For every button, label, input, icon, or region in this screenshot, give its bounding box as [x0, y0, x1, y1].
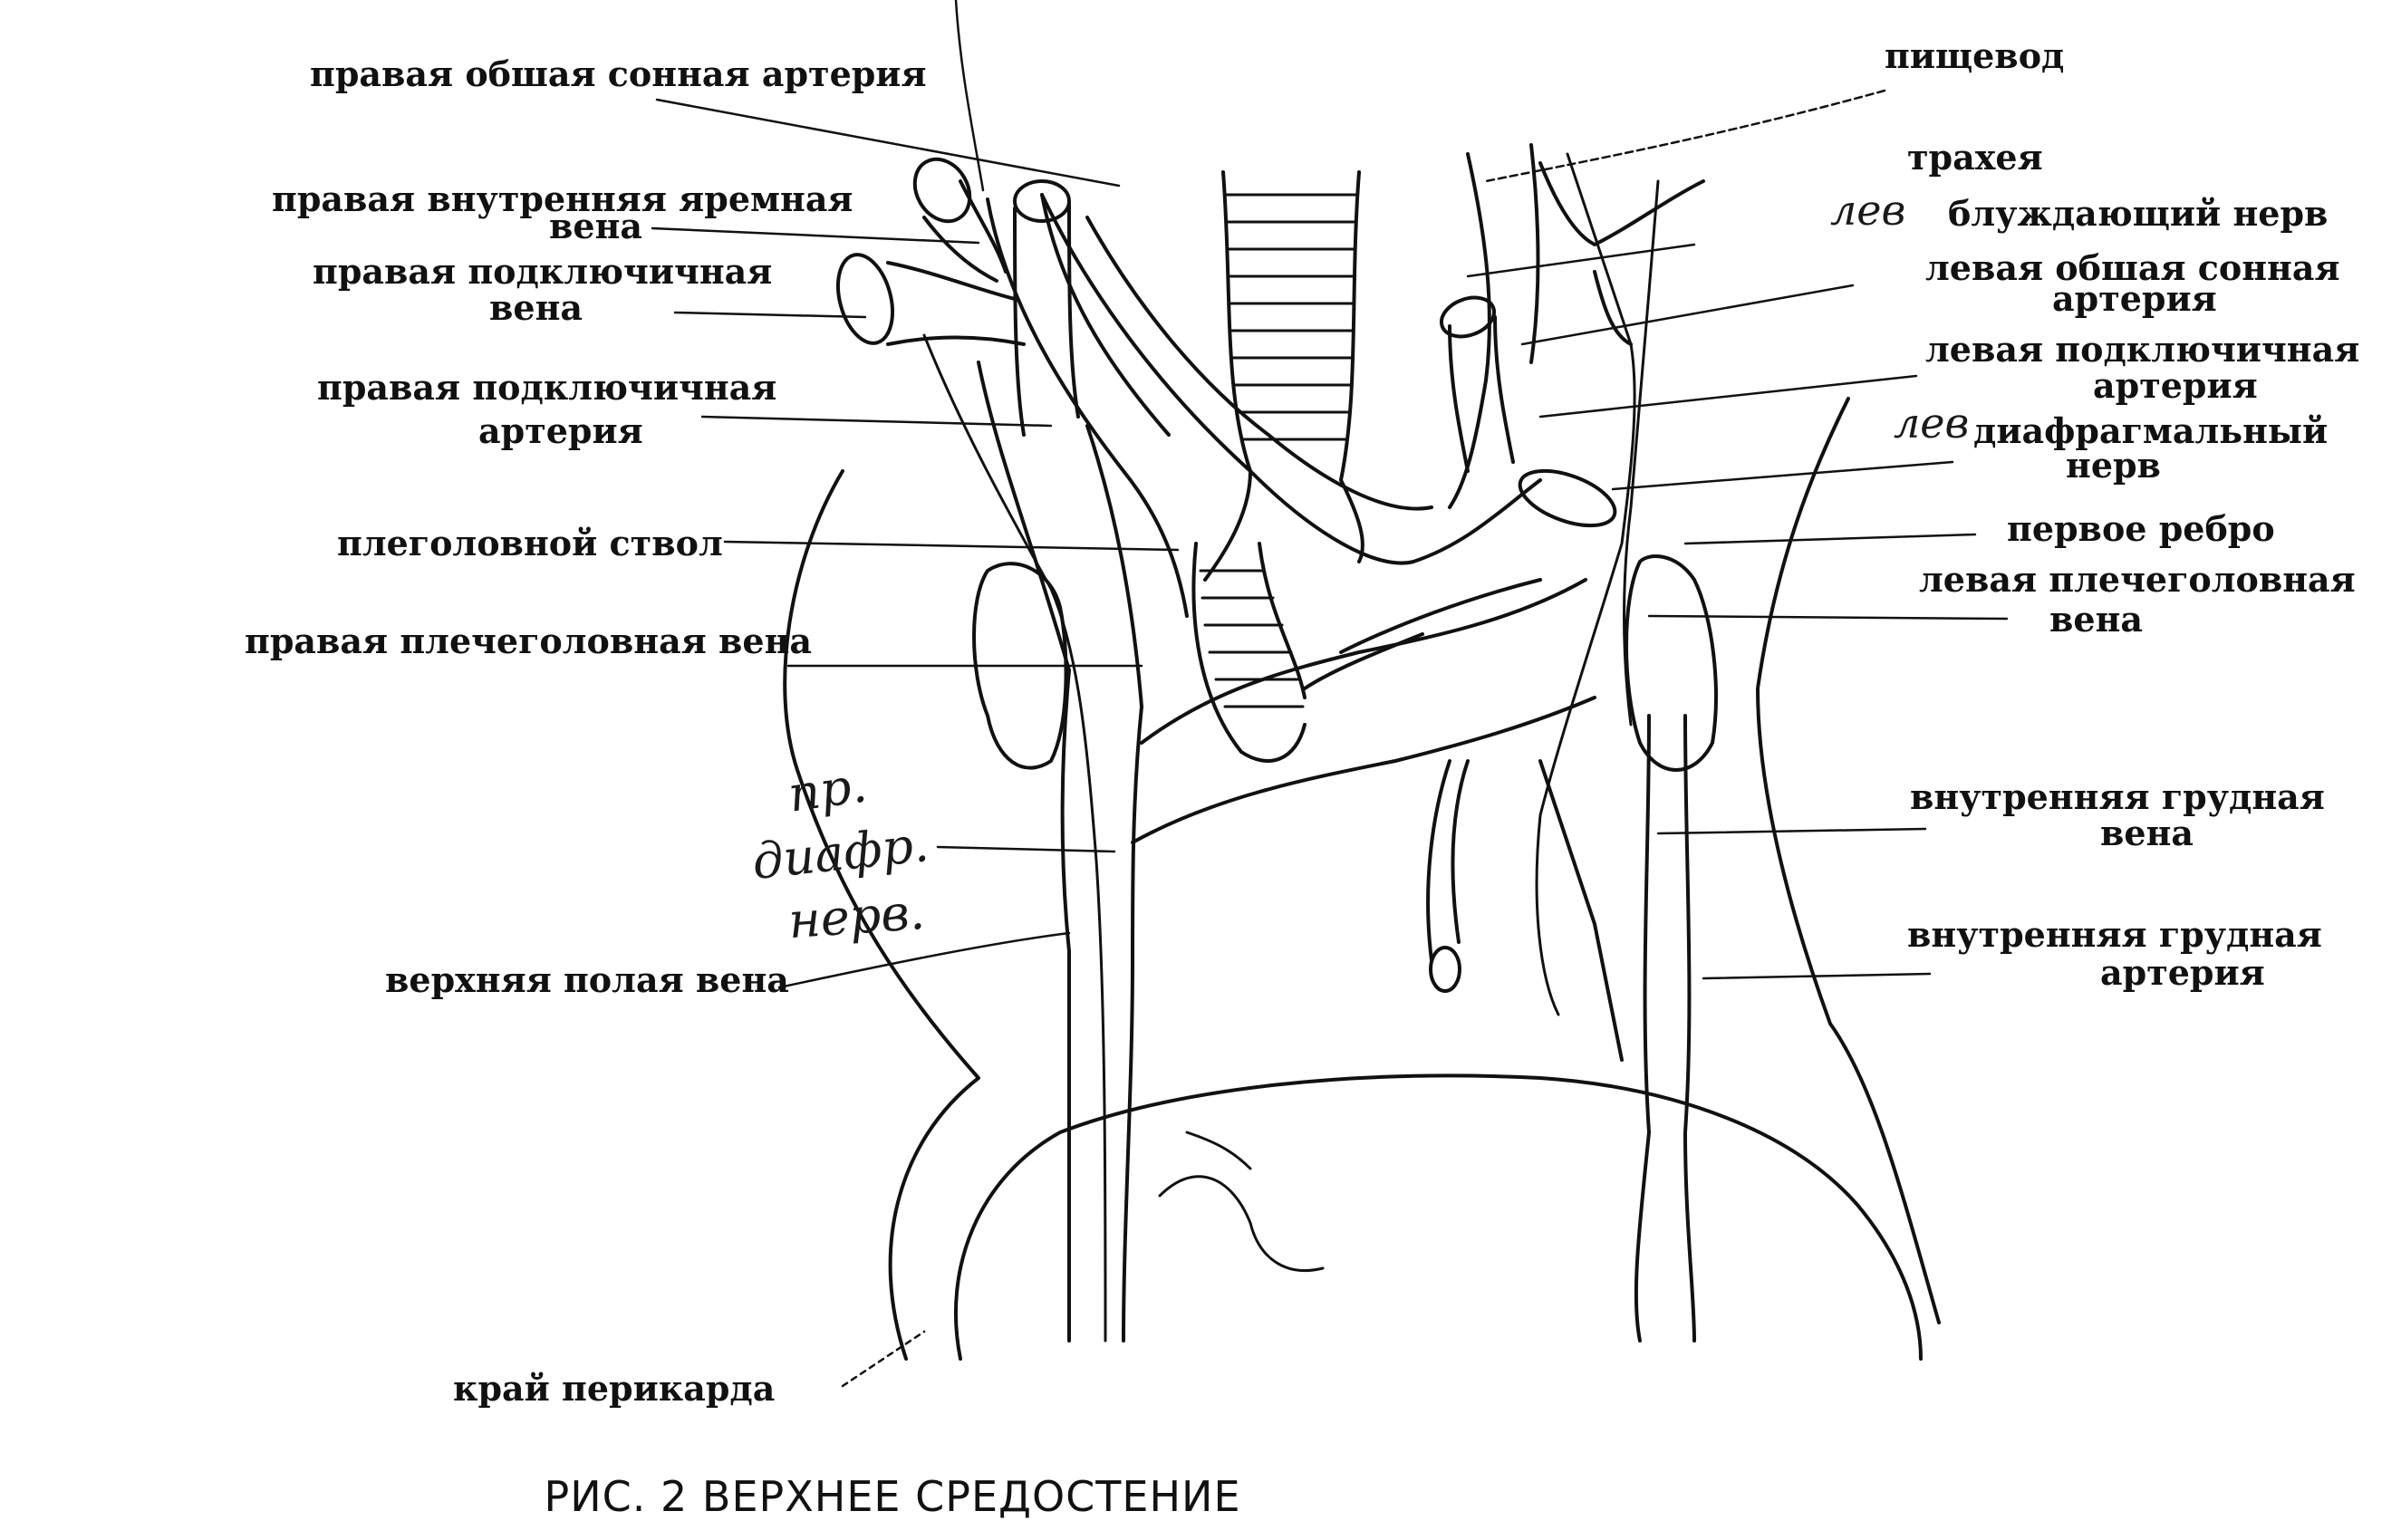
label-right-brachiocephalic-vein: правая плечеголовная вена — [245, 621, 813, 661]
right-cc-body — [1013, 202, 1080, 437]
label-left-subclavian-artery-1: левая подключичная — [1925, 329, 2360, 370]
svc-right-wall — [1122, 705, 1143, 1343]
label-pericardium-edge: край перикарда — [453, 1368, 776, 1409]
left-common-carotid-body — [1448, 315, 1515, 473]
right-common-carotid-stump — [1013, 179, 1071, 223]
label-right-common-carotid: правая обшая сонная артерия — [310, 53, 927, 94]
brachiocephalic-trunk-right — [1040, 193, 1171, 437]
label-left-common-carotid-1: левая обшая сонная — [1925, 247, 2340, 288]
left-bcv-upper — [1140, 578, 1587, 745]
label-right-internal-jugular-2: вена — [549, 206, 643, 246]
label-trachea: трахея — [1907, 137, 2043, 178]
right-subclavian-vein-body — [886, 261, 1026, 346]
label-right-subclavian-vein-1: правая подключичная — [313, 251, 773, 292]
label-first-rib: первое ребро — [2007, 508, 2275, 549]
left-itv-left — [1634, 714, 1651, 1343]
body-contour-right — [1756, 397, 1941, 1324]
heart-contour-2 — [1185, 1131, 1252, 1170]
left-subclavian-artery — [1538, 161, 1705, 346]
leader-lines — [651, 0, 2009, 1388]
handwriting-right-phrenic-1: пр. — [785, 756, 871, 823]
right-ij-vein-body — [922, 179, 1008, 283]
handwriting-right-phrenic-3: нерв. — [786, 882, 927, 950]
label-internal-thoracic-vein-2: вена — [2100, 813, 2194, 853]
bronchus-right — [1258, 542, 1307, 699]
label-superior-vena-cava: верхняя полая вена — [385, 959, 789, 1000]
figure-caption: РИС. 2 ВЕРХНЕЕ СРЕДОСТЕНИЕ — [544, 1472, 1241, 1521]
right-internal-jugular-stump — [912, 157, 972, 224]
label-esophagus: пищевод — [1885, 35, 2065, 76]
label-left-common-carotid-2: артерия — [2052, 278, 2217, 319]
lower-vessel — [1426, 759, 1470, 962]
label-internal-thoracic-artery-2: артерия — [2100, 952, 2265, 993]
esophagus-wall — [1448, 152, 1491, 509]
left-common-carotid-stump — [1439, 295, 1497, 339]
left-first-rib-cartilage — [1625, 554, 1718, 772]
trachea-left-wall — [1203, 170, 1252, 582]
label-internal-thoracic-artery-1: внутренняя грудная — [1907, 914, 2322, 955]
left-ita — [1538, 759, 1624, 1062]
trachea-rings — [1223, 193, 1359, 441]
lower-vessel-stump — [1429, 946, 1461, 993]
esophagus-wall-2 — [1529, 143, 1540, 364]
brachiocephalic-trunk-left — [986, 197, 1189, 618]
handwriting-vagus-left: лев — [1830, 186, 1906, 235]
label-brachiocephalic-trunk: плеголовной ствол — [337, 523, 723, 563]
right-subclavian-vein-stump — [836, 253, 894, 345]
left-itv-right — [1683, 714, 1696, 1343]
aorta-descending-2 — [1303, 632, 1424, 690]
left-vagus-nerve — [1535, 152, 1636, 1016]
left-bcv-lower — [1131, 696, 1596, 844]
body-contour-left — [783, 469, 980, 1361]
aorta-descending — [1339, 578, 1542, 654]
label-left-brachiocephalic-vein-1: левая плечеголовная — [1919, 559, 2356, 600]
right-phrenic-nerve — [922, 333, 1107, 1343]
label-right-subclavian-vein-2: вена — [489, 287, 583, 328]
right-bcv-wall — [977, 361, 1143, 708]
svc-left-wall — [1060, 669, 1072, 1343]
bronchus-rings — [1199, 569, 1305, 708]
left-phrenic-nerve — [1623, 179, 1660, 727]
aortic-arch-inner — [1085, 216, 1433, 511]
label-vagus-nerve: блуждающий нерв — [1948, 193, 2329, 234]
aortic-arch-outer — [1040, 193, 1542, 565]
pericardium-edge-line — [953, 1073, 1923, 1361]
label-phrenic-nerve-1: диафрагмальный — [1973, 410, 2329, 451]
left-brachiocephalic-stump — [1518, 468, 1617, 528]
heart-contour — [1158, 1175, 1325, 1273]
handwriting-phrenic-left: лев — [1894, 399, 1970, 448]
label-left-brachiocephalic-vein-2: вена — [2049, 599, 2144, 640]
bronchus-left — [1191, 542, 1307, 763]
label-left-subclavian-artery-2: артерия — [2093, 365, 2258, 406]
label-phrenic-nerve-2: нерв — [2066, 445, 2161, 486]
trachea-right-wall — [1339, 170, 1364, 563]
label-right-internal-jugular-1: правая внутренняя яремная — [272, 178, 853, 219]
label-right-subclavian-artery-1: правая подключичная — [317, 367, 777, 408]
label-right-subclavian-artery-2: артерия — [478, 410, 643, 451]
label-internal-thoracic-vein-1: внутренняя грудная — [1910, 776, 2325, 817]
